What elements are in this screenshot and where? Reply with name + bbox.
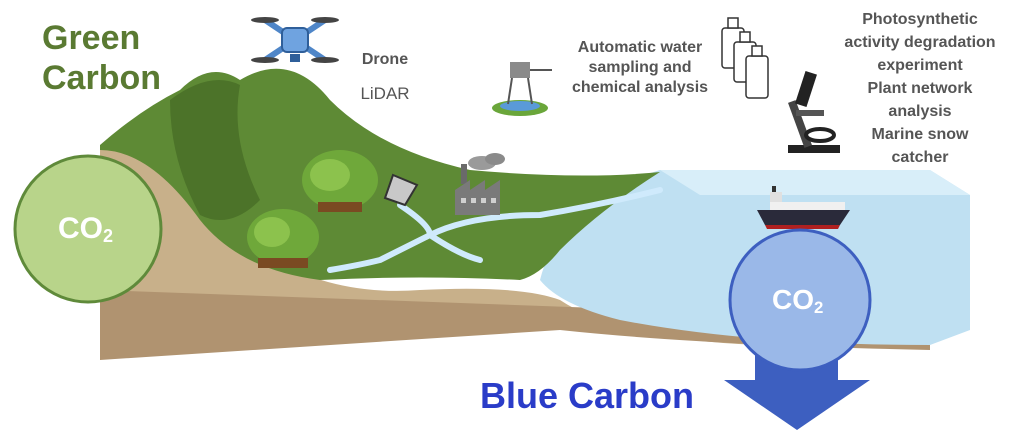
drone-icon — [251, 17, 339, 63]
water-sampling-line-2: sampling and — [588, 59, 692, 76]
ship-icon — [757, 186, 850, 229]
microscope-line-7: catcher — [891, 149, 949, 166]
microscope-icon — [788, 70, 840, 153]
sea-surface — [660, 170, 970, 195]
tree-icon — [247, 209, 319, 268]
green-carbon-title-line-1: Green — [42, 19, 141, 57]
blue-carbon-title: Blue Carbon — [480, 375, 695, 416]
water-sampling-line-1: Automatic water — [577, 39, 703, 56]
sampling-bucket-icon — [383, 173, 419, 207]
sample-bottles-icon — [721, 17, 769, 99]
green-co2-label: CO2 — [58, 212, 113, 247]
blue-co2-circle — [728, 228, 872, 372]
water-sampling-line-3: chemical analysis — [571, 79, 709, 96]
green-carbon-title-line-2: Carbon — [42, 59, 161, 97]
microscope-line-3: experiment — [877, 57, 963, 74]
microscope-line-1: Photosynthetic — [862, 11, 978, 28]
blue-arrow — [724, 355, 870, 430]
lidar-label: LiDAR — [360, 84, 410, 103]
microscope-line-2: activity degradation — [844, 34, 996, 51]
green-co2-main: CO — [58, 212, 103, 245]
green-carbon-title: Green Carbon — [42, 18, 182, 98]
hill-shadow — [170, 80, 260, 220]
water-sampler-icon — [492, 62, 552, 116]
blue-co2-main: CO — [772, 284, 814, 315]
river — [327, 187, 663, 273]
microscope-line-6: Marine snow — [871, 126, 969, 143]
microscope-line-5: analysis — [888, 103, 952, 120]
factory-icon — [455, 153, 505, 215]
drone-label: Drone — [361, 51, 409, 68]
blue-co2-label: CO2 — [772, 284, 823, 318]
blue-co2-sub: 2 — [814, 298, 824, 317]
microscope-line-4: Plant network — [867, 80, 973, 97]
water-sampling-label: Automatic water sampling and chemical an… — [555, 38, 725, 98]
green-hills — [100, 68, 660, 280]
soil-block — [100, 148, 930, 345]
tree-icon — [302, 150, 378, 212]
soil-front-face — [100, 290, 930, 360]
green-co2-circle — [13, 154, 163, 304]
microscope-label: Photosynthetic activity degradation expe… — [825, 8, 1015, 169]
green-co2-sub: 2 — [103, 226, 114, 247]
